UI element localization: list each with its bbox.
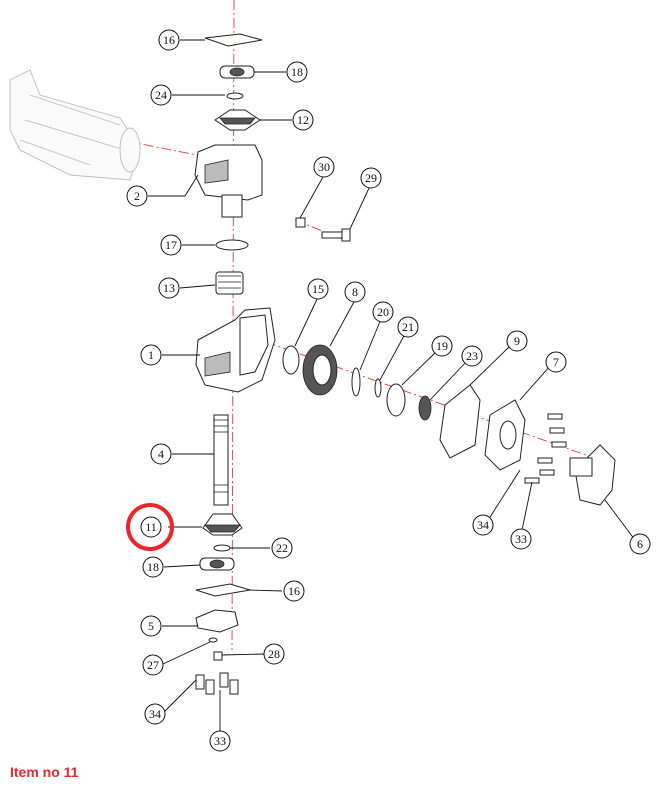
callout-15: 15	[307, 278, 329, 300]
callout-17: 17	[160, 234, 182, 256]
svg-text:29: 29	[365, 171, 377, 185]
lower-assembly	[195, 414, 251, 695]
svg-text:6: 6	[637, 537, 643, 551]
svg-text:17: 17	[165, 238, 177, 252]
bolts-right	[524, 413, 567, 484]
svg-text:34: 34	[149, 707, 161, 721]
callout-16-bottom: 16	[283, 580, 305, 602]
callout-21: 21	[397, 316, 419, 338]
callout-12: 12	[292, 109, 314, 131]
svg-text:18: 18	[147, 560, 159, 574]
callout-22: 22	[271, 537, 293, 559]
callout-1: 1	[140, 344, 162, 366]
top-assembly	[194, 33, 263, 295]
svg-text:20: 20	[377, 305, 389, 319]
callout-16-top: 16	[158, 29, 180, 51]
callout-11: 11	[140, 516, 162, 538]
callout-9: 9	[506, 330, 528, 352]
svg-text:22: 22	[276, 541, 288, 555]
callout-24: 24	[150, 84, 172, 106]
highlight-ring-item-11	[126, 503, 174, 551]
svg-text:27: 27	[147, 658, 159, 672]
svg-text:12: 12	[297, 113, 309, 127]
callout-34-right: 34	[472, 514, 494, 536]
svg-text:13: 13	[163, 281, 175, 295]
svg-text:18: 18	[291, 65, 303, 79]
svg-text:8: 8	[352, 285, 358, 299]
svg-text:24: 24	[155, 88, 167, 102]
bolts-upper	[295, 217, 351, 242]
callout-19: 19	[431, 335, 453, 357]
svg-text:7: 7	[553, 355, 559, 369]
ghost-housing	[9, 69, 141, 181]
svg-text:28: 28	[268, 647, 280, 661]
right-assembly	[282, 344, 616, 506]
callout-20: 20	[372, 301, 394, 323]
svg-text:30: 30	[318, 160, 330, 174]
callout-33-bottom: 33	[209, 730, 231, 752]
exploded-parts-diagram: 16 18 24 12 2 30 29 17 13 15 8 20 21 19 …	[9, 0, 651, 752]
svg-text:1: 1	[148, 348, 154, 362]
callout-5: 5	[140, 615, 162, 637]
svg-text:11: 11	[145, 520, 157, 534]
svg-text:2: 2	[134, 189, 140, 203]
callout-7: 7	[545, 351, 567, 373]
svg-text:33: 33	[515, 532, 527, 546]
svg-text:21: 21	[402, 320, 414, 334]
main-housing	[195, 307, 276, 393]
leader-lines	[148, 39, 636, 740]
svg-text:34: 34	[477, 518, 489, 532]
callout-8: 8	[344, 281, 366, 303]
item-caption: Item no 11	[10, 764, 79, 780]
svg-text:23: 23	[466, 349, 478, 363]
callout-23: 23	[461, 345, 483, 367]
svg-text:33: 33	[214, 734, 226, 748]
callout-29: 29	[360, 167, 382, 189]
svg-text:15: 15	[312, 282, 324, 296]
svg-text:5: 5	[148, 619, 154, 633]
callout-30: 30	[313, 156, 335, 178]
svg-text:4: 4	[158, 447, 164, 461]
axis-lines	[19, 0, 601, 651]
svg-text:16: 16	[288, 584, 300, 598]
callout-18-bottom: 18	[142, 556, 164, 578]
callout-13: 13	[158, 277, 180, 299]
callout-34-bottom: 34	[144, 703, 166, 725]
callout-33-right: 33	[510, 528, 532, 550]
svg-text:16: 16	[163, 33, 175, 47]
callout-18-top: 18	[286, 61, 308, 83]
svg-text:9: 9	[514, 334, 520, 348]
svg-text:19: 19	[436, 339, 448, 353]
callout-2: 2	[126, 185, 148, 207]
callout-group: 16 18 24 12 2 30 29 17 13 15 8 20 21 19 …	[126, 29, 651, 752]
callout-4: 4	[150, 443, 172, 465]
callout-6: 6	[629, 533, 651, 555]
callout-27: 27	[142, 654, 164, 676]
callout-28: 28	[263, 643, 285, 665]
